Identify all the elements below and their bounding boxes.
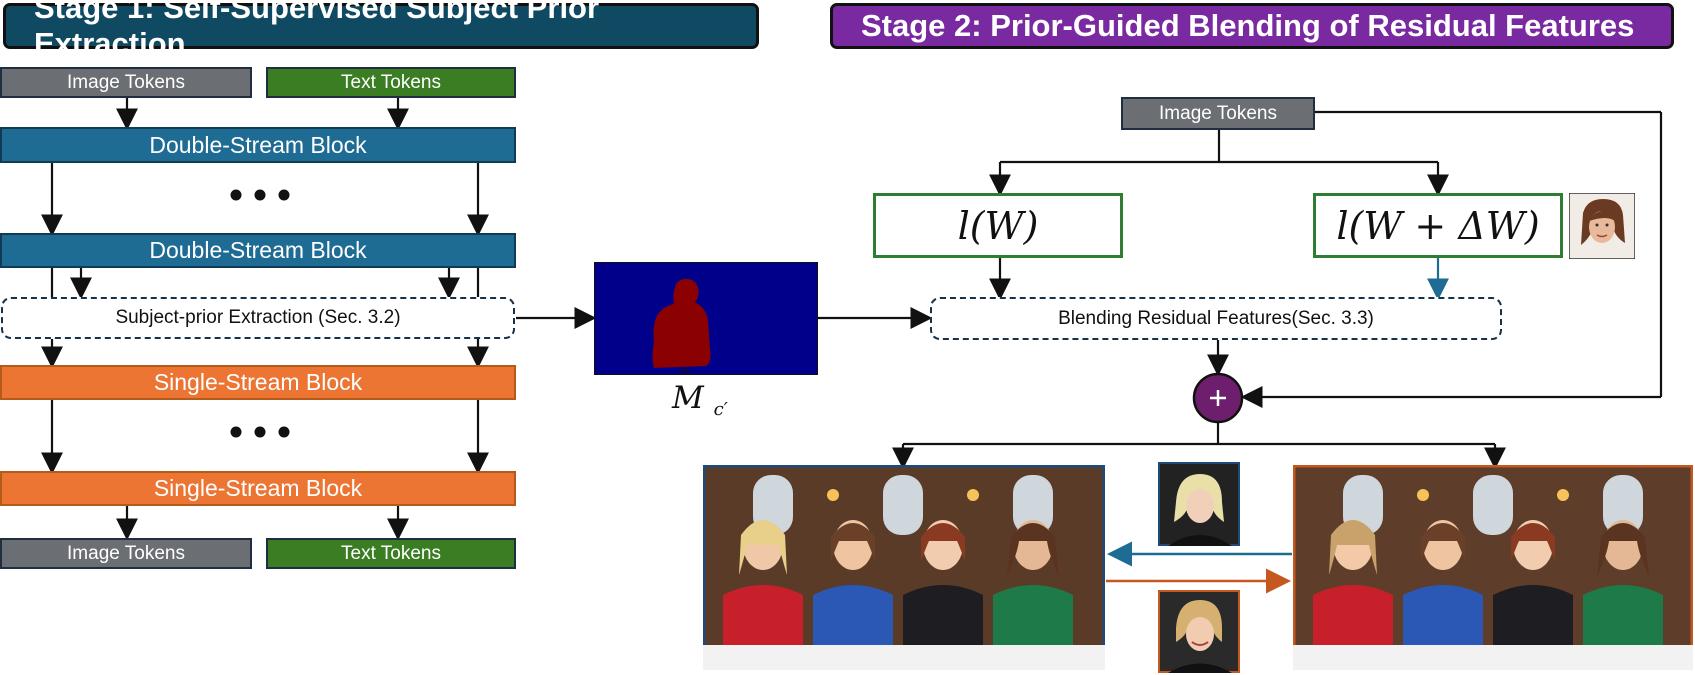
ellipsis-icon: [230, 189, 290, 201]
mask-label-base: ^ M: [672, 364, 704, 416]
image-tokens-right: Image Tokens: [1121, 97, 1315, 130]
output-image-right: [1293, 465, 1693, 670]
subject-mask-image: [594, 262, 818, 375]
reference-face-top: [1158, 462, 1240, 546]
mask-label: ^ M c′: [672, 364, 742, 421]
formula-lora-weight: l(W + ΔW): [1313, 193, 1563, 258]
double-stream-block-1: Double-Stream Block: [0, 127, 516, 163]
stage2-header: Stage 2: Prior-Guided Blending of Residu…: [830, 3, 1674, 49]
ellipsis-icon: [230, 426, 290, 438]
mask-label-sub: c′: [713, 399, 728, 421]
reference-face-bottom: [1158, 590, 1240, 673]
double-stream-block-2: Double-Stream Block: [0, 233, 516, 268]
image-tokens-top: Image Tokens: [0, 67, 252, 98]
output-image-left: [703, 465, 1105, 670]
face-thumbnail-icon: [1569, 193, 1635, 259]
blending-residual-features: Blending Residual Features(Sec. 3.3): [930, 297, 1502, 340]
single-stream-block-1: Single-Stream Block: [0, 365, 516, 400]
text-tokens-top: Text Tokens: [266, 67, 516, 98]
image-tokens-bottom: Image Tokens: [0, 538, 252, 569]
single-stream-block-2: Single-Stream Block: [0, 471, 516, 506]
formula-base-weight: l(W): [873, 193, 1123, 258]
subject-prior-extraction: Subject-prior Extraction (Sec. 3.2): [1, 297, 515, 339]
text-tokens-bottom: Text Tokens: [266, 538, 516, 569]
plus-icon: [1192, 372, 1244, 424]
